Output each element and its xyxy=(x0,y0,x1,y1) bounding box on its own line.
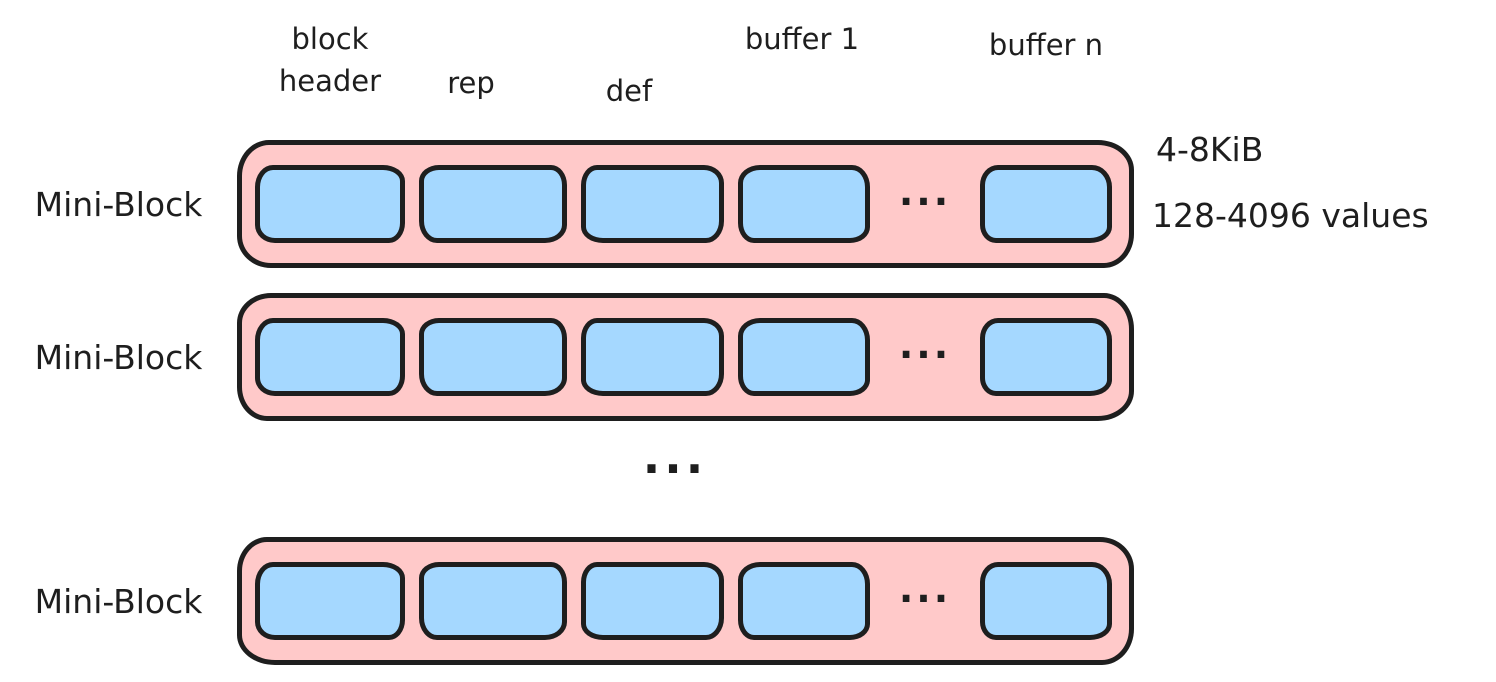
buffer-1-cell xyxy=(738,318,870,396)
annotation-size: 4-8KiB xyxy=(1156,130,1264,169)
def-cell xyxy=(581,165,724,243)
buffer-ellipsis: ... xyxy=(898,170,952,214)
rep-cell xyxy=(419,318,567,396)
mini-block-container: ... xyxy=(237,140,1134,268)
rep-cell xyxy=(419,562,567,640)
column-label-def: def xyxy=(605,74,653,108)
mini-block-label: Mini-Block xyxy=(34,184,203,224)
mini-block-row: Mini-Block ... xyxy=(0,140,1134,268)
def-cell xyxy=(581,562,724,640)
mini-block-label: Mini-Block xyxy=(34,337,203,377)
column-label-buffer-n: buffer n xyxy=(988,28,1104,62)
mini-block-row: Mini-Block ... xyxy=(0,537,1134,665)
block-header-cell xyxy=(255,165,405,243)
block-header-cell xyxy=(255,562,405,640)
column-label-block-header: block header xyxy=(278,22,382,98)
annotation-values: 128-4096 values xyxy=(1152,196,1429,235)
column-label-buffer-1: buffer 1 xyxy=(744,22,860,56)
def-cell xyxy=(581,318,724,396)
buffer-n-cell xyxy=(980,562,1112,640)
buffer-ellipsis: ... xyxy=(898,567,952,611)
buffer-n-cell xyxy=(980,318,1112,396)
buffer-1-cell xyxy=(738,165,870,243)
mini-block-row: Mini-Block ... xyxy=(0,293,1134,421)
mini-block-container: ... xyxy=(237,293,1134,421)
rep-cell xyxy=(419,165,567,243)
mini-block-label: Mini-Block xyxy=(34,581,203,621)
buffer-1-cell xyxy=(738,562,870,640)
mini-block-container: ... xyxy=(237,537,1134,665)
buffer-n-cell xyxy=(980,165,1112,243)
block-header-cell xyxy=(255,318,405,396)
column-label-rep: rep xyxy=(447,66,495,100)
rows-ellipsis: ... xyxy=(642,430,708,484)
buffer-ellipsis: ... xyxy=(898,323,952,367)
